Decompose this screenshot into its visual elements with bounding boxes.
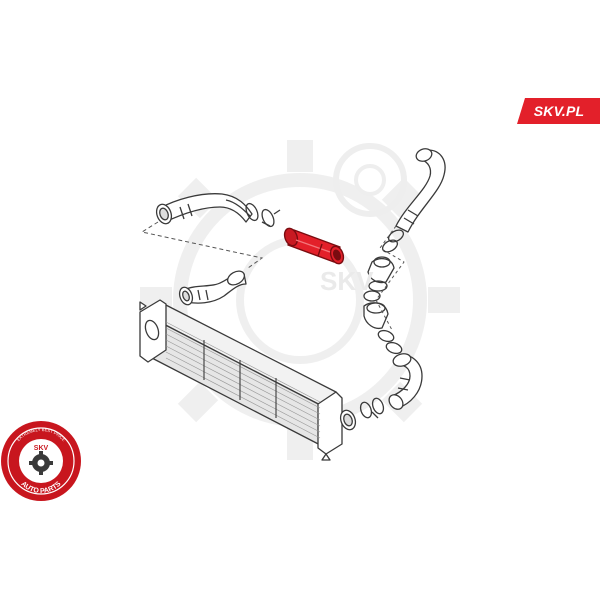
gear-icon xyxy=(29,451,53,475)
brand-badge: SKV.PL xyxy=(517,98,600,124)
middle-hose xyxy=(178,270,247,306)
small-gear-watermark xyxy=(333,143,407,217)
brand-label: SKV.PL xyxy=(533,103,585,119)
right-hose-chain xyxy=(359,148,446,419)
highlighted-hose xyxy=(283,227,345,265)
assembly-dashed-line xyxy=(140,221,264,269)
watermark-text: SKV xyxy=(320,266,374,296)
intercooler xyxy=(139,299,357,461)
seal-center-text: SKV xyxy=(34,445,49,452)
hose-clamps-upper-left xyxy=(245,202,281,228)
upper-left-hose xyxy=(155,193,253,225)
brand-badge-shape xyxy=(517,98,600,124)
auto-parts-seal: SKV AUTO PARTS EXTREMELY BEST PRICE xyxy=(1,421,81,501)
